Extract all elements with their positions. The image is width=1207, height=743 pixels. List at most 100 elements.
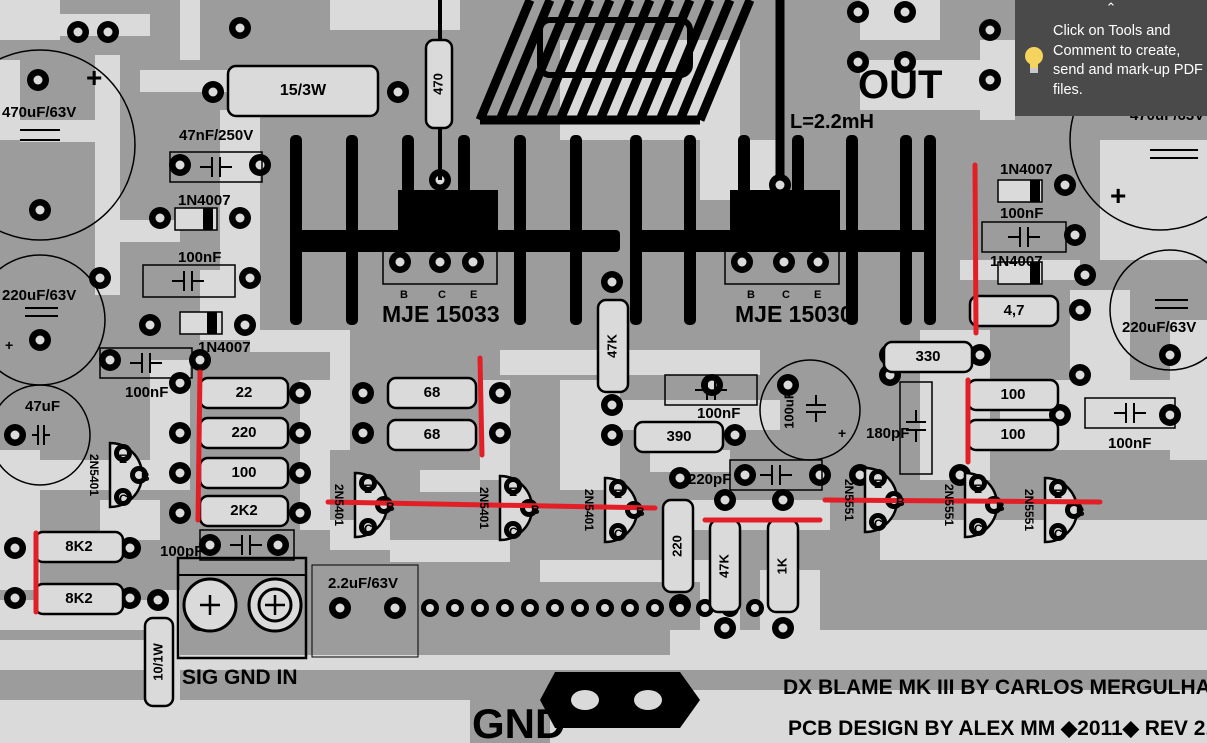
- r-68-a-label: 68: [424, 384, 441, 401]
- c100uf-label: 100uF: [781, 391, 796, 429]
- q-right-pin-c: C: [782, 289, 790, 301]
- input-terminal-block: [176, 556, 419, 660]
- small-transistors: [108, 441, 1083, 544]
- r-8k2-b-label: 8K2: [65, 590, 93, 607]
- q4-pin-2: C: [614, 527, 623, 541]
- q5-pin-2: C: [874, 517, 883, 531]
- r-330-label: 330: [915, 348, 940, 365]
- r-68-b: [386, 418, 478, 452]
- silkscreen-labels: OUT GND L=2.2mH DX BLAME MK III BY CARLO…: [2, 62, 1207, 743]
- r-4-7-label: 4,7: [1004, 302, 1025, 319]
- r-470: [424, 38, 454, 130]
- q-right-pin-e: E: [814, 289, 821, 301]
- c220pf-label: 220pF: [688, 471, 731, 488]
- plus-left: +: [86, 62, 102, 93]
- r-100-label: 100: [231, 464, 256, 481]
- r-15-3w-label: 15/3W: [280, 82, 327, 99]
- signal-input-label: SIG GND IN: [182, 666, 298, 689]
- d3-label: 1N4007: [1000, 161, 1053, 178]
- q5-pin-0: E: [874, 477, 882, 491]
- q3-label: 2N5401: [477, 487, 491, 529]
- q2-pin-1: B: [386, 500, 395, 514]
- heatsink-right: [630, 135, 936, 325]
- r-4-7: [968, 294, 1060, 328]
- q7-label: 2N5551: [1022, 489, 1036, 531]
- c180pf-label: 180pF: [866, 425, 909, 442]
- c100nf-b-label: 100nF: [125, 384, 168, 401]
- q6-pin-0: E: [974, 482, 982, 496]
- lightbulb-icon: [1025, 47, 1043, 73]
- r-8k2-a-label: 8K2: [65, 538, 93, 555]
- q3-pin-1: B: [531, 503, 540, 517]
- q1-pin-1: B: [141, 470, 150, 484]
- r-47k-a-label: 47K: [604, 333, 619, 357]
- r-470-label: 470: [430, 73, 445, 95]
- c100pf-label: 100pF: [160, 543, 203, 560]
- q2-pin-0: E: [364, 482, 372, 496]
- resistor-outlines: [33, 38, 1060, 708]
- diode-bodies: [174, 179, 1043, 335]
- c100nf-e-label: 100nF: [1108, 435, 1151, 452]
- q2-label: 2N5401: [332, 484, 346, 526]
- c220-left-label: 220uF/63V: [2, 287, 76, 304]
- tooltip-text: Click on Tools and Comment to create, se…: [1053, 23, 1203, 98]
- r-330: [882, 340, 974, 374]
- r-100-b-label: 100: [1000, 386, 1025, 403]
- q6-pin-2: C: [974, 522, 983, 536]
- r-390-label: 390: [666, 428, 691, 445]
- collapse-chevron-icon[interactable]: ⌃: [1105, 0, 1117, 15]
- q1-label: 2N5401: [87, 454, 101, 496]
- q7-transistor: [1043, 476, 1083, 544]
- c100nf-a-label: 100nF: [178, 249, 221, 266]
- plus-right: +: [1110, 180, 1126, 211]
- c47uf-label: 47uF: [25, 398, 60, 415]
- q3-pin-0: E: [509, 485, 517, 499]
- r-220-label: 220: [231, 424, 256, 441]
- c2u2-label: 2.2uF/63V: [328, 575, 398, 592]
- q4-pin-0: E: [614, 487, 622, 501]
- red-markup-annotations: [33, 162, 1103, 615]
- c100nf-d-label: 100nF: [1000, 205, 1043, 222]
- r-68-a: [386, 376, 478, 410]
- r-47k-b-label: 47K: [716, 553, 731, 577]
- q4-pin-1: B: [636, 505, 645, 519]
- q7-pin-2: C: [1054, 527, 1063, 541]
- q-right-power-label: MJE 15030: [735, 301, 853, 327]
- d1-label: 1N4007: [178, 192, 231, 209]
- r-47k-a: [596, 298, 630, 394]
- q2-pin-2: C: [364, 522, 373, 536]
- plus-c100uf: +: [838, 425, 846, 441]
- q2-transistor: [353, 471, 393, 539]
- r-220-b: [661, 498, 695, 594]
- q1-pin-0: E: [119, 452, 127, 466]
- r-220-b-label: 220: [669, 535, 684, 557]
- q5-label: 2N5551: [842, 479, 856, 521]
- plus-c220-left: +: [5, 337, 13, 353]
- c47nf-label: 47nF/250V: [179, 127, 253, 144]
- tools-tooltip[interactable]: ⌃ Click on Tools and Comment to create, …: [1015, 0, 1207, 116]
- c470-left-label: 470uF/63V: [2, 104, 76, 121]
- r-390: [633, 420, 725, 454]
- q3-pin-2: C: [509, 525, 518, 539]
- q1-pin-2: C: [119, 492, 128, 506]
- q-left-pin-e: E: [470, 289, 477, 301]
- q-left-pin-b: B: [400, 289, 408, 301]
- c220-right-label: 220uF/63V: [1122, 319, 1196, 336]
- board-title: DX BLAME MK III BY CARLOS MERGULHAO: [783, 676, 1207, 699]
- r-15-3w: [226, 64, 380, 118]
- r-68-b-label: 68: [424, 426, 441, 443]
- r-1k-label: 1K: [774, 557, 789, 574]
- gnd-label: GND: [472, 700, 565, 743]
- r-100-c-label: 100: [1000, 426, 1025, 443]
- q-left-power-label: MJE 15033: [382, 301, 500, 327]
- q6-label: 2N5551: [942, 484, 956, 526]
- ground-mount-pad: [540, 672, 700, 728]
- out-label: OUT: [858, 63, 942, 107]
- power-transistor-pins: [382, 233, 840, 285]
- q5-pin-1: B: [896, 495, 905, 509]
- cap-symbols: [20, 129, 1198, 555]
- r-10-1w-label: 10/1W: [150, 642, 165, 680]
